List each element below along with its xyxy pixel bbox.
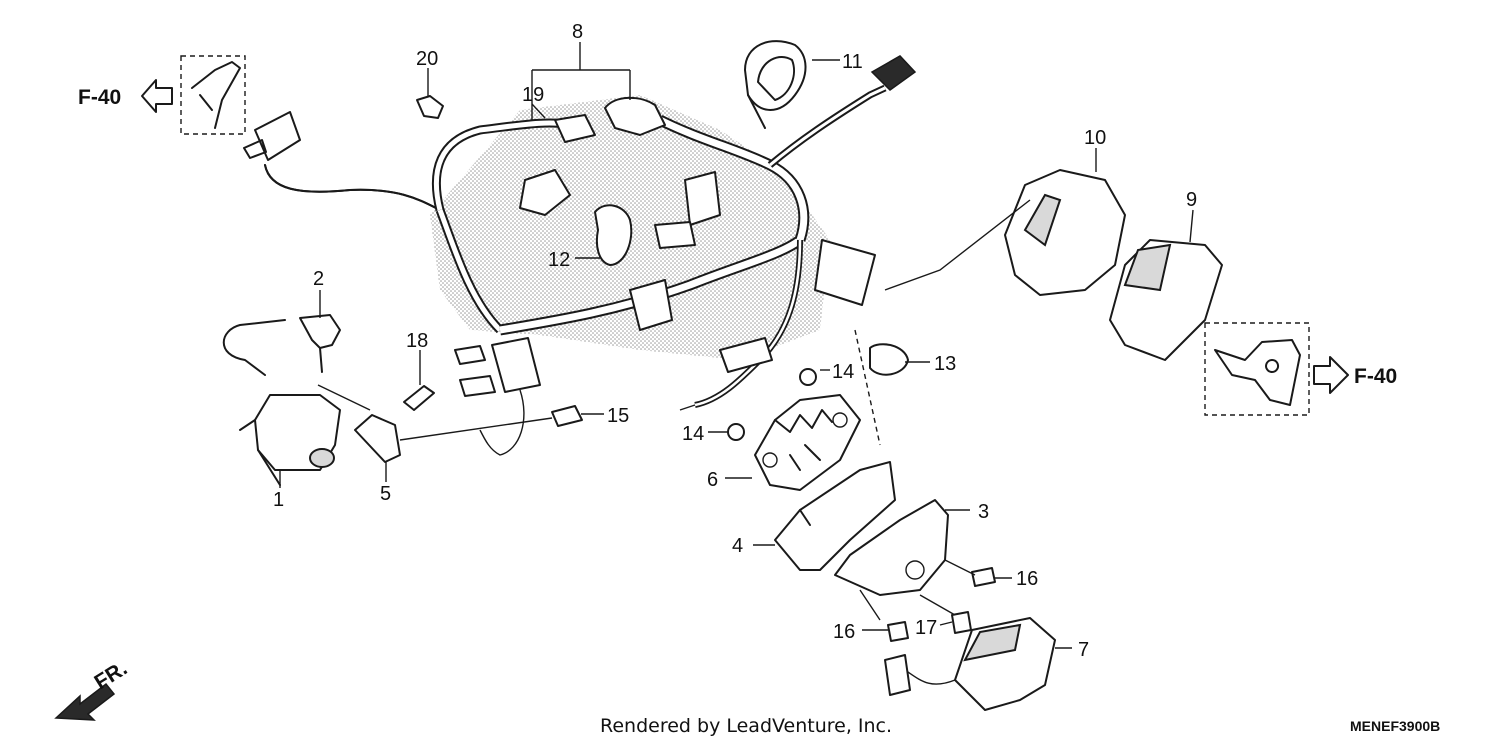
callout-3: 3 <box>978 501 989 523</box>
render-credit: Rendered by LeadVenture, Inc. <box>600 715 892 737</box>
ref-f40-right-group: F-40 <box>1204 322 1397 416</box>
callout-16-a: 16 <box>1016 568 1038 590</box>
callout-17: 17 <box>915 617 937 639</box>
part-5 <box>354 414 401 463</box>
part-14-b <box>727 423 745 441</box>
callout-5: 5 <box>380 483 391 505</box>
bracket-right-icon <box>1214 339 1301 406</box>
part-1 <box>222 319 341 486</box>
callout-9: 9 <box>1186 189 1197 211</box>
ref-f40-left-group: F-40 <box>78 55 246 135</box>
part-16-b <box>887 621 909 642</box>
part-18 <box>403 385 435 411</box>
part-12 <box>594 204 633 266</box>
callout-14-b: 14 <box>682 423 704 445</box>
connector-bottom-icon <box>719 337 773 373</box>
callout-12: 12 <box>548 249 570 271</box>
connector-19-icon <box>554 114 596 143</box>
connector-lower-c-icon <box>454 345 496 397</box>
callout-10: 10 <box>1084 127 1106 149</box>
part-3 <box>834 499 949 596</box>
callout-13: 13 <box>934 353 956 375</box>
part-20 <box>416 95 444 119</box>
connector-top-right-icon <box>870 55 917 91</box>
callout-11: 11 <box>842 51 863 73</box>
leader-lines <box>279 42 1194 649</box>
part-6 <box>754 394 861 491</box>
callout-15: 15 <box>607 405 629 427</box>
ref-label-left: F-40 <box>78 86 121 109</box>
callout-19: 19 <box>522 84 544 106</box>
connector-square-icon <box>814 239 876 306</box>
arrow-left-icon <box>141 79 173 113</box>
callout-8: 8 <box>572 21 583 43</box>
diagram-code: MENEF3900B <box>1350 718 1440 734</box>
ref-box-left <box>180 55 246 135</box>
callout-2: 2 <box>313 268 324 290</box>
part-9 <box>1109 239 1223 361</box>
front-arrow-icon <box>54 682 116 721</box>
connector-mid-a-icon <box>519 169 571 216</box>
callout-4: 4 <box>732 535 743 557</box>
part-7 <box>884 617 1056 711</box>
ref-box-right <box>1204 322 1310 416</box>
callout-20: 20 <box>416 48 438 70</box>
connector-left-icon <box>243 111 301 161</box>
front-label: FR. <box>90 657 131 694</box>
callout-6: 6 <box>707 469 718 491</box>
wire-harness <box>243 55 917 456</box>
connector-lower-b-icon <box>491 337 541 393</box>
part-2 <box>299 314 341 373</box>
connector-8-icon <box>604 96 666 136</box>
callout-1: 1 <box>273 489 284 511</box>
part-10 <box>884 169 1126 296</box>
part-4 <box>774 461 896 571</box>
ref-label-right: F-40 <box>1354 365 1397 388</box>
part-14-a <box>799 368 817 386</box>
callouts: 1 2 3 4 5 6 7 8 9 10 11 12 13 14 14 15 1… <box>273 21 1197 661</box>
arrow-right-icon <box>1313 356 1349 394</box>
part-11 <box>744 40 807 129</box>
callout-16-b: 16 <box>833 621 855 643</box>
front-direction-indicator: FR. <box>54 657 131 721</box>
connector-lower-a-icon <box>629 279 673 331</box>
callout-14-a: 14 <box>832 361 854 383</box>
part-13 <box>869 343 909 376</box>
connector-mid-b-icon <box>684 171 721 226</box>
bracket-left-icon <box>191 61 241 129</box>
part-15 <box>551 405 583 427</box>
connector-mid-c-icon <box>654 221 696 249</box>
callout-7: 7 <box>1078 639 1089 661</box>
callout-18: 18 <box>406 330 428 352</box>
part-16-a <box>971 567 996 587</box>
